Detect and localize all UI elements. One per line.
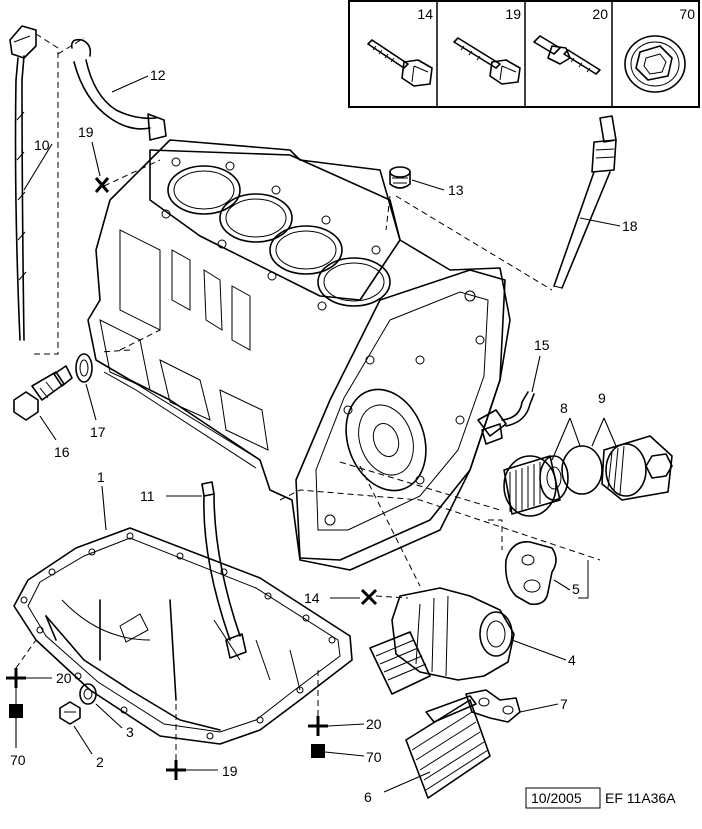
- callout-13: 13: [448, 182, 464, 198]
- callout-16: 16: [54, 444, 70, 460]
- drain-plug: [59, 701, 81, 725]
- drawing-reference: 10/2005 EF 11A36A: [525, 787, 676, 809]
- oil-filter-cap: [601, 435, 673, 501]
- callout-2: 2: [96, 754, 104, 770]
- cylinder-bore-4: [317, 257, 391, 307]
- callout-18: 18: [622, 218, 638, 234]
- callout-9: 9: [598, 390, 606, 406]
- cross-marker-19-lower: [166, 760, 186, 780]
- cross-marker-20-right: [308, 716, 328, 736]
- filter-seal-ring: [561, 445, 603, 495]
- dipstick: [9, 25, 59, 355]
- callout-1: 1: [97, 469, 105, 485]
- drawing-code: EF 11A36A: [605, 790, 676, 806]
- drawing-date: 10/2005: [531, 790, 582, 806]
- callout-5: 5: [572, 581, 580, 597]
- callout-70-left: 70: [10, 752, 26, 768]
- engine-block: [87, 139, 511, 571]
- callout-6: 6: [364, 789, 372, 805]
- cross-marker-19-upper: [94, 177, 110, 193]
- square-marker-70-right: [311, 744, 325, 758]
- callout-19-lower: 19: [222, 763, 238, 779]
- oil-filter-housing: [369, 587, 515, 695]
- stud-20-icon: [533, 35, 601, 75]
- square-marker-70-left: [9, 704, 23, 718]
- callout-12: 12: [150, 67, 166, 83]
- filter-housing-gasket: [504, 541, 557, 606]
- callout-20-right: 20: [366, 716, 382, 732]
- cylinder-bore-1: [167, 165, 241, 215]
- oil-filter-element: [503, 455, 569, 517]
- pressure-switch-15: [477, 391, 535, 445]
- legend-number-20: 20: [592, 6, 608, 22]
- callout-20-left: 20: [56, 670, 72, 686]
- cylinder-bore-2: [219, 193, 293, 243]
- callout-11: 11: [140, 488, 155, 504]
- callout-70-right: 70: [366, 749, 382, 765]
- nut-70-icon: [624, 35, 686, 93]
- callout-14: 14: [304, 590, 320, 606]
- oil-pan: [13, 527, 353, 745]
- plug-13: [389, 166, 411, 189]
- bolt-19-icon: [453, 37, 521, 85]
- callout-8: 8: [560, 400, 568, 416]
- cooler-gasket: [465, 689, 521, 723]
- cross-marker-14: [360, 588, 378, 606]
- callout-7: 7: [560, 696, 568, 712]
- dipstick-tube: [57, 37, 167, 141]
- legend-number-14: 14: [417, 6, 433, 22]
- legend-number-19: 19: [505, 6, 521, 22]
- oil-pressure-switch: [13, 365, 73, 421]
- callout-4: 4: [568, 652, 576, 668]
- fastener-legend: 14 19 20 70: [348, 0, 700, 108]
- callout-10: 10: [34, 137, 50, 153]
- callout-17: 17: [90, 424, 106, 440]
- cross-marker-20-left: [6, 668, 26, 688]
- sealing-washer-17: [75, 353, 93, 383]
- drain-plug-washer: [79, 683, 97, 705]
- cylinder-bore-3: [269, 225, 343, 275]
- oil-pickup-pipe: [201, 481, 247, 659]
- callout-19-upper: 19: [78, 124, 94, 140]
- oil-cooler: [405, 695, 491, 799]
- callout-3: 3: [126, 724, 134, 740]
- oil-level-sensor: [553, 115, 617, 289]
- bolt-14-icon: [367, 39, 433, 87]
- legend-number-70: 70: [679, 6, 695, 22]
- callout-15: 15: [534, 337, 550, 353]
